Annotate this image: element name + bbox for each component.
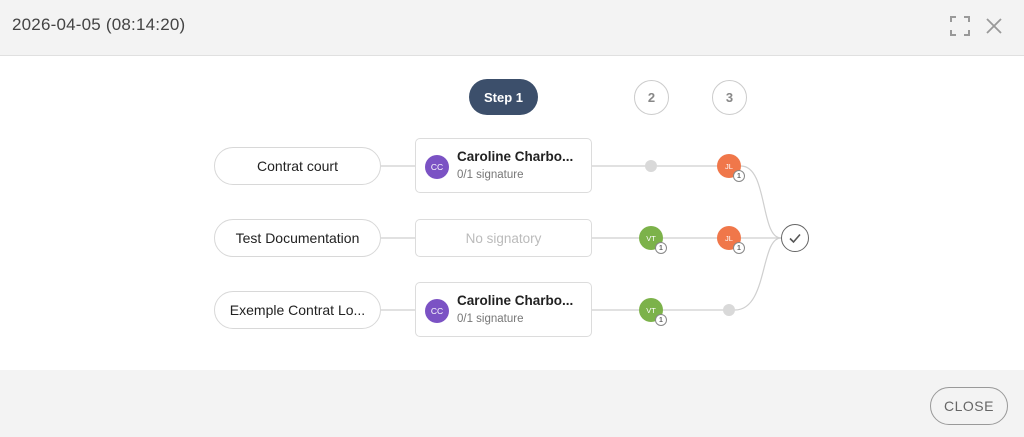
approver-initials: JL bbox=[725, 161, 733, 171]
approver-badge[interactable]: VT 1 bbox=[639, 226, 667, 254]
avatar: CC bbox=[425, 155, 449, 179]
document-pill[interactable]: Test Documentation bbox=[214, 219, 381, 257]
count-badge: 1 bbox=[733, 242, 745, 254]
approver-initials: VT bbox=[646, 233, 656, 243]
signatory-card[interactable]: CC Caroline Charbo... 0/1 signature bbox=[415, 282, 592, 337]
dialog-title: 2026-04-05 (08:14:20) bbox=[12, 15, 186, 34]
step-3-circle[interactable]: 3 bbox=[712, 80, 747, 115]
empty-step-dot bbox=[645, 160, 657, 172]
signature-status: 0/1 signature bbox=[457, 313, 524, 325]
approver-badge[interactable]: JL 1 bbox=[717, 226, 745, 254]
workflow-panel: Step 1 2 3 Contrat court CC Caroline Cha… bbox=[0, 56, 1024, 370]
document-pill[interactable]: Contrat court bbox=[214, 147, 381, 185]
step-2-circle[interactable]: 2 bbox=[634, 80, 669, 115]
approver-initials: VT bbox=[646, 305, 656, 315]
signatory-name: Caroline Charbo... bbox=[457, 149, 574, 164]
expand-icon[interactable] bbox=[948, 14, 972, 38]
workflow-connectors bbox=[381, 165, 782, 311]
check-icon bbox=[781, 224, 809, 252]
empty-step-dot bbox=[723, 304, 735, 316]
avatar: CC bbox=[425, 299, 449, 323]
count-badge: 1 bbox=[655, 314, 667, 326]
count-badge: 1 bbox=[655, 242, 667, 254]
dialog-header: 2026-04-05 (08:14:20) bbox=[0, 0, 1024, 56]
signatory-name: Caroline Charbo... bbox=[457, 293, 574, 308]
dialog-footer: CLOSE bbox=[0, 370, 1024, 437]
approver-badge[interactable]: JL 1 bbox=[717, 154, 745, 182]
signatory-card[interactable]: CC Caroline Charbo... 0/1 signature bbox=[415, 138, 592, 193]
signature-status: 0/1 signature bbox=[457, 169, 524, 181]
step-1-pill[interactable]: Step 1 bbox=[469, 79, 538, 115]
no-signatory-card[interactable]: No signatory bbox=[415, 219, 592, 257]
close-button[interactable]: CLOSE bbox=[930, 387, 1008, 425]
count-badge: 1 bbox=[733, 170, 745, 182]
approver-badge[interactable]: VT 1 bbox=[639, 298, 667, 326]
approver-initials: JL bbox=[725, 233, 733, 243]
close-icon[interactable] bbox=[982, 14, 1006, 38]
document-pill[interactable]: Exemple Contrat Lo... bbox=[214, 291, 381, 329]
